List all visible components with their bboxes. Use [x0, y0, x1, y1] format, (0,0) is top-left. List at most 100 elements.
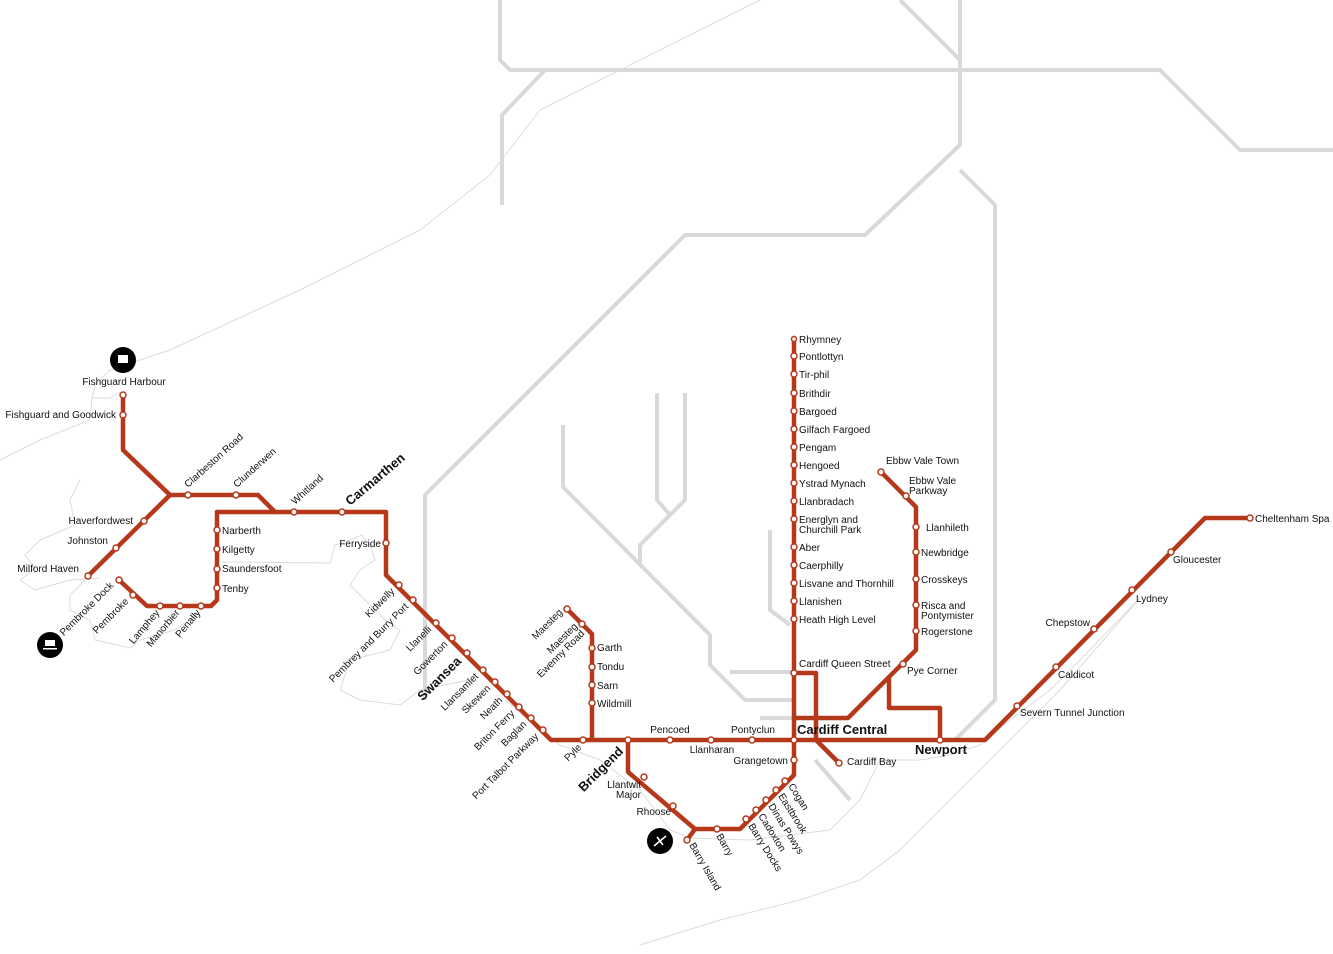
station-marker[interactable]	[140, 517, 148, 525]
station-marker[interactable]	[912, 548, 920, 556]
station-fishguard-and-goodwick[interactable]: Fishguard and Goodwick	[5, 410, 127, 421]
station-cheltenham-spa[interactable]: Cheltenham Spa	[1246, 514, 1330, 525]
station-marker[interactable]	[790, 443, 798, 451]
station-marker[interactable]	[683, 836, 691, 844]
station-marker[interactable]	[213, 545, 221, 553]
station-marker[interactable]	[213, 526, 221, 534]
station-hengoed[interactable]: Hengoed	[790, 461, 840, 472]
station-marker[interactable]	[752, 806, 760, 814]
station-marker[interactable]	[588, 681, 596, 689]
station-tondu[interactable]: Tondu	[588, 662, 624, 673]
station-johnston[interactable]: Johnston	[67, 536, 120, 552]
station-ferryside[interactable]: Ferryside	[339, 539, 390, 550]
station-marker[interactable]	[515, 703, 523, 711]
station-marker[interactable]	[491, 678, 499, 686]
station-gilfach-fargoed[interactable]: Gilfach Fargoed	[790, 425, 870, 436]
station-marker[interactable]	[772, 786, 780, 794]
station-newport[interactable]: Newport	[915, 736, 968, 757]
station-marker[interactable]	[790, 756, 798, 764]
station-marker[interactable]	[936, 736, 944, 744]
station-marker[interactable]	[213, 584, 221, 592]
station-marker[interactable]	[578, 620, 586, 628]
station-marker[interactable]	[1246, 514, 1254, 522]
station-marker[interactable]	[707, 736, 715, 744]
station-brithdir[interactable]: Brithdir	[790, 389, 831, 400]
station-marker[interactable]	[877, 468, 885, 476]
station-marker[interactable]	[713, 825, 721, 833]
station-marker[interactable]	[563, 605, 571, 613]
station-marker[interactable]	[912, 601, 920, 609]
station-marker[interactable]	[762, 796, 770, 804]
station-marker[interactable]	[432, 619, 440, 627]
station-severn-tunnel-junction[interactable]: Severn Tunnel Junction	[1013, 702, 1125, 719]
station-marker[interactable]	[479, 666, 487, 674]
station-marker[interactable]	[176, 602, 184, 610]
station-marker[interactable]	[902, 492, 910, 500]
station-newbridge[interactable]: Newbridge	[912, 548, 969, 559]
station-marker[interactable]	[463, 649, 471, 657]
station-tenby[interactable]: Tenby	[213, 584, 249, 595]
station-whitland[interactable]: Whitland	[290, 473, 326, 516]
station-marker[interactable]	[835, 759, 843, 767]
station-marker[interactable]	[290, 508, 298, 516]
station-rhymney[interactable]: Rhymney	[790, 335, 842, 346]
station-saundersfoot[interactable]: Saundersfoot	[213, 564, 282, 575]
station-llanhileth[interactable]: Llanhileth	[912, 523, 969, 534]
station-clunderwen[interactable]: Clunderwen	[232, 446, 279, 499]
station-marker[interactable]	[742, 815, 750, 823]
station-marker[interactable]	[790, 561, 798, 569]
station-marker[interactable]	[539, 726, 547, 734]
station-caldicot[interactable]: Caldicot	[1052, 663, 1094, 681]
station-marker[interactable]	[790, 461, 798, 469]
station-marker[interactable]	[115, 576, 123, 584]
station-marker[interactable]	[899, 660, 907, 668]
station-marker[interactable]	[790, 389, 798, 397]
station-marker[interactable]	[790, 497, 798, 505]
station-pencoed[interactable]: Pencoed	[650, 725, 690, 744]
station-marker[interactable]	[790, 425, 798, 433]
station-gloucester[interactable]: Gloucester	[1167, 548, 1222, 566]
station-marker[interactable]	[640, 773, 648, 781]
station-marker[interactable]	[790, 407, 798, 415]
station-cardiff-queen-street[interactable]: Cardiff Queen Street	[790, 659, 891, 677]
station-marker[interactable]	[527, 714, 535, 722]
station-marker[interactable]	[1013, 702, 1021, 710]
station-marker[interactable]	[588, 663, 596, 671]
station-marker[interactable]	[790, 352, 798, 360]
station-carmarthen[interactable]: Carmarthen	[338, 450, 408, 516]
station-grangetown[interactable]: Grangetown	[734, 756, 798, 767]
station-marker[interactable]	[112, 544, 120, 552]
station-bargoed[interactable]: Bargoed	[790, 407, 837, 418]
station-marker[interactable]	[1167, 548, 1175, 556]
station-marker[interactable]	[213, 565, 221, 573]
station-marker[interactable]	[119, 411, 127, 419]
station-sarn[interactable]: Sarn	[588, 681, 618, 692]
station-marker[interactable]	[232, 491, 240, 499]
station-marker[interactable]	[579, 736, 587, 744]
station-llanishen[interactable]: Llanishen	[790, 597, 842, 608]
station-crosskeys[interactable]: Crosskeys	[912, 575, 968, 586]
station-milford-haven[interactable]: Milford Haven	[17, 564, 92, 580]
station-marker[interactable]	[669, 802, 677, 810]
station-narberth[interactable]: Narberth	[213, 526, 261, 537]
station-marker[interactable]	[409, 596, 417, 604]
station-tir-phil[interactable]: Tir-phil	[790, 370, 829, 381]
station-marker[interactable]	[588, 644, 596, 652]
station-marker[interactable]	[790, 515, 798, 523]
station-cardiff-central[interactable]: Cardiff Central	[790, 722, 887, 744]
station-marker[interactable]	[912, 523, 920, 531]
station-marker[interactable]	[1090, 625, 1098, 633]
station-marker[interactable]	[84, 572, 92, 580]
station-marker[interactable]	[1128, 586, 1136, 594]
station-marker[interactable]	[156, 602, 164, 610]
station-marker[interactable]	[790, 370, 798, 378]
station-marker[interactable]	[624, 736, 632, 744]
station-rhoose[interactable]: Rhoose	[637, 802, 677, 818]
station-marker[interactable]	[395, 581, 403, 589]
station-caerphilly[interactable]: Caerphilly	[790, 561, 843, 572]
station-marker[interactable]	[790, 479, 798, 487]
